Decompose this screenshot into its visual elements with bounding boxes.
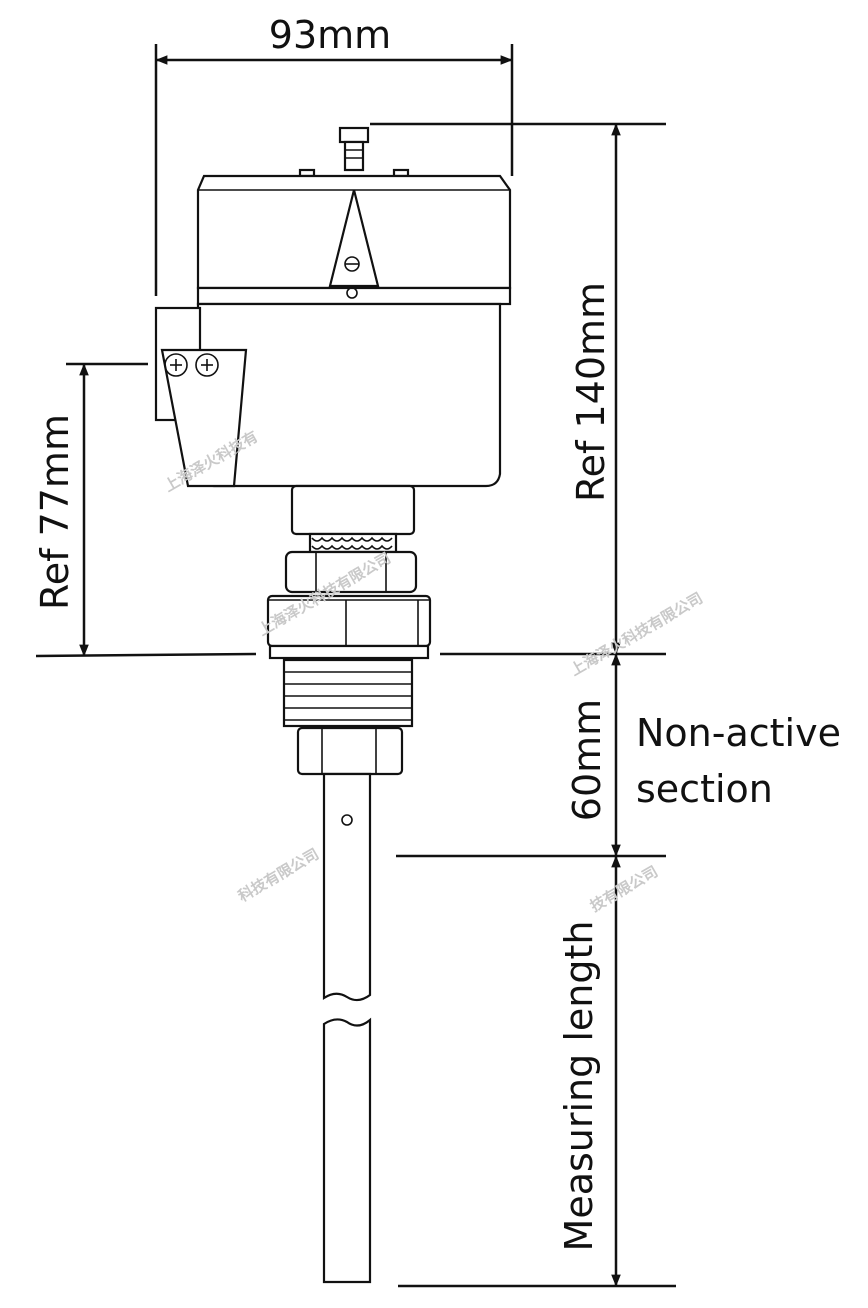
terminal-extension-bottom [35, 652, 257, 658]
terminal-screw-1 [164, 353, 188, 377]
probe-rod-lower [322, 1017, 372, 1284]
upper-hex-nut [284, 550, 418, 594]
watermark-4: 科技有限公司 [235, 845, 322, 906]
width-label: 93mm [269, 13, 391, 57]
non-active-length-label: 60mm [565, 699, 609, 821]
process-flange [268, 644, 430, 660]
probe-vent-hole [341, 814, 353, 826]
watermark-group: 上海泽火科技有 上海泽火科技有限公司 上海泽火科技有限公司 科技有限公司 技有限… [161, 427, 706, 915]
probe-rod-upper [322, 772, 372, 1002]
dimension-lines [35, 44, 676, 1288]
terminal-height-label: Ref 77mm [33, 414, 77, 610]
housing-body [196, 302, 502, 488]
non-active-annotation-line2: section [636, 767, 773, 811]
terminal-screw-2 [195, 353, 219, 377]
total-height-label: Ref 140mm [569, 282, 613, 502]
lid-triangle-mark [328, 189, 380, 288]
terminal-cover-flap [160, 348, 248, 488]
top-screw-head [338, 126, 370, 144]
housing-neck [290, 484, 416, 536]
non-active-annotation-line1: Non-active [636, 711, 841, 755]
watermark-5: 技有限公司 [587, 862, 661, 915]
process-thread [282, 658, 414, 728]
watermark-3: 上海泽火科技有限公司 [567, 589, 706, 680]
probe-fitting [296, 726, 404, 776]
measuring-length-label: Measuring length [557, 921, 601, 1252]
lid-rim [196, 286, 512, 306]
sensor-housing [154, 126, 512, 1284]
top-screw-shaft [343, 140, 365, 172]
